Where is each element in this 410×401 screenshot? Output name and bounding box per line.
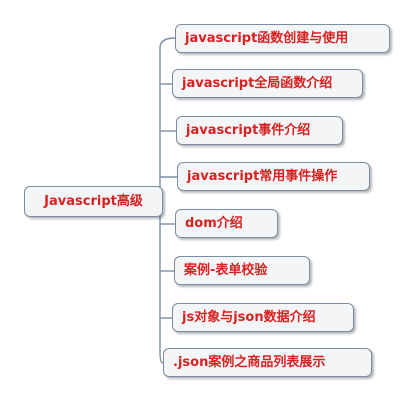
branch-node-events: javascript事件介绍 bbox=[176, 116, 343, 145]
branch-node-dom: dom介绍 bbox=[175, 209, 278, 238]
root-node: Javascript高级 bbox=[24, 186, 163, 217]
connector-branch-0 bbox=[159, 37, 176, 49]
branch-node-functions: javascript函数创建与使用 bbox=[175, 24, 390, 53]
branch-node-json-product-list: .json案例之商品列表展示 bbox=[163, 348, 372, 377]
connector-branch-7 bbox=[159, 351, 164, 364]
branch-node-global-functions: javascript全局函数介绍 bbox=[172, 69, 363, 98]
branch-node-js-objects-json: js对象与json数据介绍 bbox=[172, 303, 354, 332]
branch-node-form-validation: 案例-表单校验 bbox=[174, 256, 310, 285]
branch-node-common-events: javascript常用事件操作 bbox=[177, 162, 370, 191]
